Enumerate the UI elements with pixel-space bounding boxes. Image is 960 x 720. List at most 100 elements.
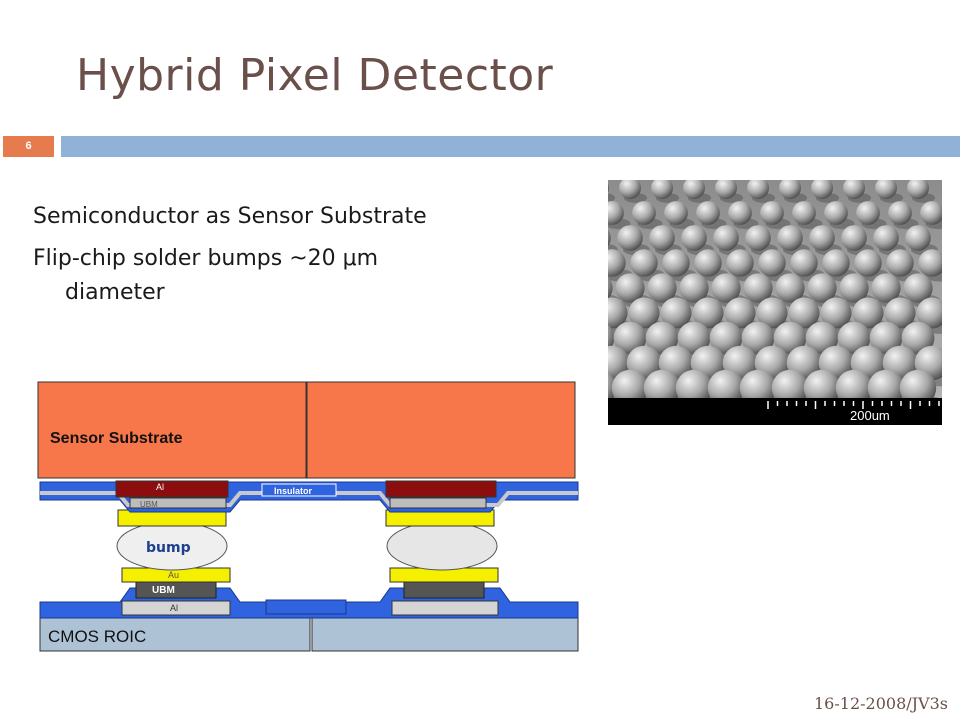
bump-sphere [660,297,692,329]
bump-sphere [873,225,899,251]
bump-sphere [901,321,935,355]
bump-sphere [790,249,818,277]
bump-sphere [809,225,835,251]
bump-sphere [807,273,837,303]
bump-sphere [756,297,788,329]
bump-sphere [645,321,679,355]
bump-sphere [613,321,647,355]
bump-sphere [696,201,720,225]
roic-right [311,617,579,652]
bump-sphere [822,249,850,277]
bump-sphere [664,201,688,225]
bump-sphere [803,369,841,398]
bump-sphere [835,369,873,398]
ubm-bottom-label: UBM [152,585,175,596]
ubm-top-left [129,497,227,509]
bump-sphere [867,369,905,398]
bump-sphere [747,180,769,199]
bump-sphere [694,249,722,277]
scale-bar [767,401,940,409]
bump-sphere [792,201,816,225]
bump-label: bump [146,540,191,556]
al-bottom-label: Al [170,603,178,613]
bump-sphere [843,180,865,199]
bullet-item: Semiconductor as Sensor Substrate [33,200,427,234]
bump-sphere [743,273,773,303]
bump-sphere [651,180,673,199]
bump-sphere [884,297,916,329]
bump-sphere [681,225,707,251]
bump-sphere [899,369,937,398]
sensor-substrate-left [37,381,307,479]
bump-sphere [856,201,880,225]
bump-sphere [779,180,801,199]
bump-sphere [920,201,942,225]
bump-sphere [615,273,645,303]
al-pad-top-right [385,480,497,498]
sensor-substrate-right [306,381,576,479]
bump-sphere [841,225,867,251]
bump-sphere [903,273,933,303]
bump-sphere [662,249,690,277]
bullet-text: Semiconductor as Sensor Substrate [33,204,427,229]
sensor-substrate-label: Sensor Substrate [50,430,183,447]
insulator-box [261,483,337,497]
solder-bump-right [386,521,498,571]
bump-sphere [608,277,613,299]
bump-bond-cross-section: CMOS ROIC Al UBM Au bump UBM Al Insulato… [37,381,579,652]
bump-sphere [745,225,771,251]
slide-footer: 16-12-2008/JV3s [814,694,948,713]
bump-sphere [728,201,752,225]
bump-sphere [788,297,820,329]
bump-sphere [760,201,784,225]
bump-sphere [692,297,724,329]
bump-sphere [724,297,756,329]
bump-sphere [608,325,615,351]
al-top-label: Al [156,482,164,492]
bullet-text: Flip-chip solder bumps ~20 μm [33,246,379,271]
bump-sphere [608,230,611,246]
bullet-text-continuation: diameter [65,280,165,305]
bump-sphere [711,273,741,303]
bump-sphere [611,369,649,398]
bump-sphere [741,321,775,355]
bump-sphere [869,321,903,355]
bump-sphere [918,249,942,277]
scale-label: 200um [850,408,890,423]
bump-sphere [726,249,754,277]
bump-sphere [811,180,833,199]
bump-sphere [888,201,912,225]
slide-title: Hybrid Pixel Detector [76,50,554,101]
al-pad-top-left [115,480,229,498]
bump-sphere [608,183,609,193]
al-pad-bottom-left [121,600,231,616]
header-bar [61,136,960,157]
bump-sphere [608,249,626,277]
bump-sphere [643,369,681,398]
bump-sphere [805,321,839,355]
bump-sphere [677,321,711,355]
bump-sphere [875,180,897,199]
bump-sphere [715,180,737,199]
ubm-top-right [389,497,487,509]
slide-number: 6 [3,136,54,157]
roic-label: CMOS ROIC [48,627,146,646]
roic-insulator [265,599,347,615]
ubm-bottom-left [135,580,217,599]
bump-sphere [675,369,713,398]
bump-sphere [852,297,884,329]
bump-sphere [916,297,942,329]
bump-sphere [824,201,848,225]
bump-sphere [907,180,929,199]
bump-sphere [886,249,914,277]
bump-sphere [854,249,882,277]
bump-sphere [775,273,805,303]
bump-sphere [758,249,786,277]
bump-sphere [777,225,803,251]
bump-sphere [713,225,739,251]
bullet-item: Flip-chip solder bumps ~20 μm diameter [33,242,427,310]
bump-sphere [608,201,624,225]
bump-sphere [839,273,869,303]
bump-sphere [619,180,641,199]
bump-sphere [617,225,643,251]
